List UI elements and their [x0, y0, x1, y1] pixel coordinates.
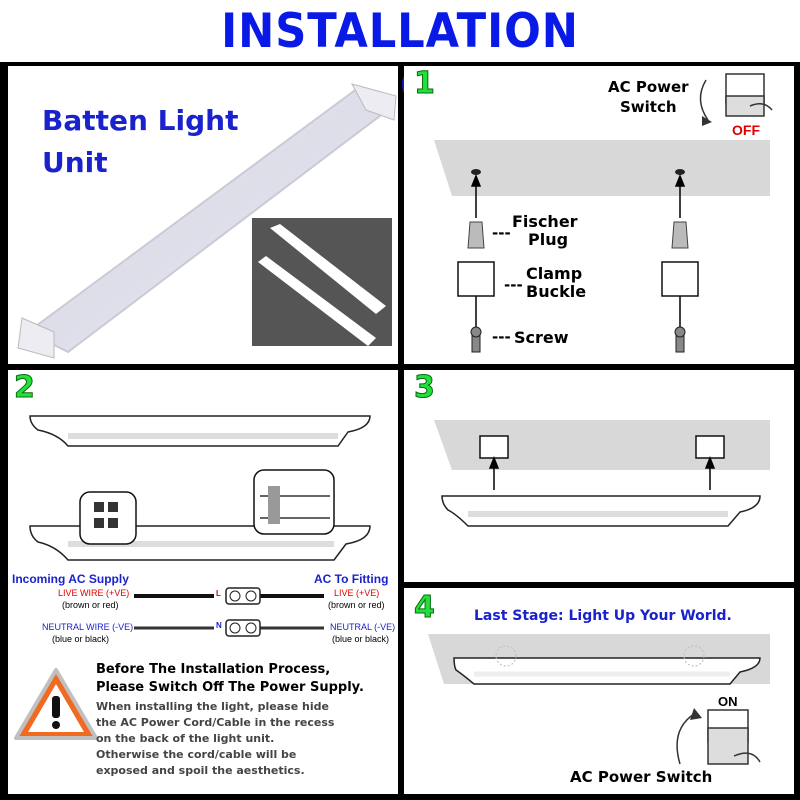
warning-heading-line1: Before The Installation Process, — [96, 662, 331, 677]
neutral-color-left: (blue or black) — [52, 634, 110, 644]
hang-light-diagram — [434, 420, 770, 527]
step-2-number: 2 — [14, 370, 36, 406]
switch-label-line1: AC Power — [608, 78, 689, 96]
clamp-label-line2: Buckle — [526, 282, 587, 301]
incoming-ac-label: Incoming AC Supply — [12, 572, 129, 586]
step-4-tagline: Last Stage: Light Up Your World. — [474, 608, 732, 624]
wiring-diagram — [134, 587, 324, 637]
panel-step-4: 4 Last Stage: Light Up Your World. ON AC… — [404, 588, 794, 794]
live-color-right: (brown or red) — [328, 600, 385, 610]
panel-step-3: 3 — [404, 370, 794, 582]
fitting-diagram — [29, 415, 371, 561]
step-4-number: 4 — [414, 590, 436, 626]
clamp-dashes: --- — [504, 276, 523, 294]
warning-body-4: Otherwise the cord/cable will be — [96, 748, 297, 761]
step-3-number: 3 — [414, 370, 436, 406]
live-wire-right: LIVE (+VE) — [334, 588, 380, 598]
ac-power-switch-label: AC Power Switch — [570, 768, 713, 786]
neutral-wire-right: NEUTRAL (-VE) — [330, 622, 396, 632]
step-1-number: 1 — [414, 66, 436, 102]
panel-step-1: 1 AC Power Switch OFF --- Fi — [404, 66, 794, 364]
warning-triangle-icon — [14, 668, 98, 740]
switch-state-on: ON — [718, 694, 738, 709]
header-bar — [0, 0, 800, 62]
unit-title-line1: Batten Light — [42, 104, 239, 137]
panel-step-2: 2 Incoming AC Supply AC To Fitting LIVE … — [8, 370, 398, 794]
ceiling-mount-diagram — [434, 140, 770, 353]
terminal-l: L — [216, 589, 221, 598]
neutral-wire-left: NEUTRAL WIRE (-VE) — [42, 622, 134, 632]
switch-label-line2: Switch — [620, 98, 677, 116]
lit-light-diagram — [428, 634, 770, 765]
neutral-color-right: (blue or black) — [332, 634, 390, 644]
clamp-label-line1: Clamp — [526, 264, 583, 283]
fischer-dashes: --- — [492, 224, 511, 242]
warning-heading-line2: Please Switch Off The Power Supply. — [96, 680, 364, 695]
screw-dashes: --- — [492, 328, 511, 346]
screw-label: Screw — [514, 328, 569, 347]
warning-body-2: the AC Power Cord/Cable in the recess — [96, 716, 335, 729]
switch-state-off: OFF — [732, 122, 760, 138]
panel-light-unit: Batten Light Unit — [8, 66, 398, 364]
warning-body-1: When installing the light, please hide — [96, 700, 329, 713]
to-fitting-label: AC To Fitting — [314, 572, 389, 586]
warning-body-5: exposed and spoil the aesthetics. — [96, 764, 305, 777]
unit-title-line2: Unit — [42, 146, 108, 179]
live-color-left: (brown or red) — [62, 600, 119, 610]
warning-body-3: on the back of the light unit. — [96, 732, 275, 745]
fischer-label-line2: Plug — [528, 230, 569, 249]
terminal-n: N — [216, 621, 222, 630]
fischer-label-line1: Fischer — [512, 212, 578, 231]
batten-light-illustration — [17, 83, 397, 359]
live-wire-left: LIVE WIRE (+VE) — [58, 588, 130, 598]
switch-off-illustration — [699, 73, 773, 126]
